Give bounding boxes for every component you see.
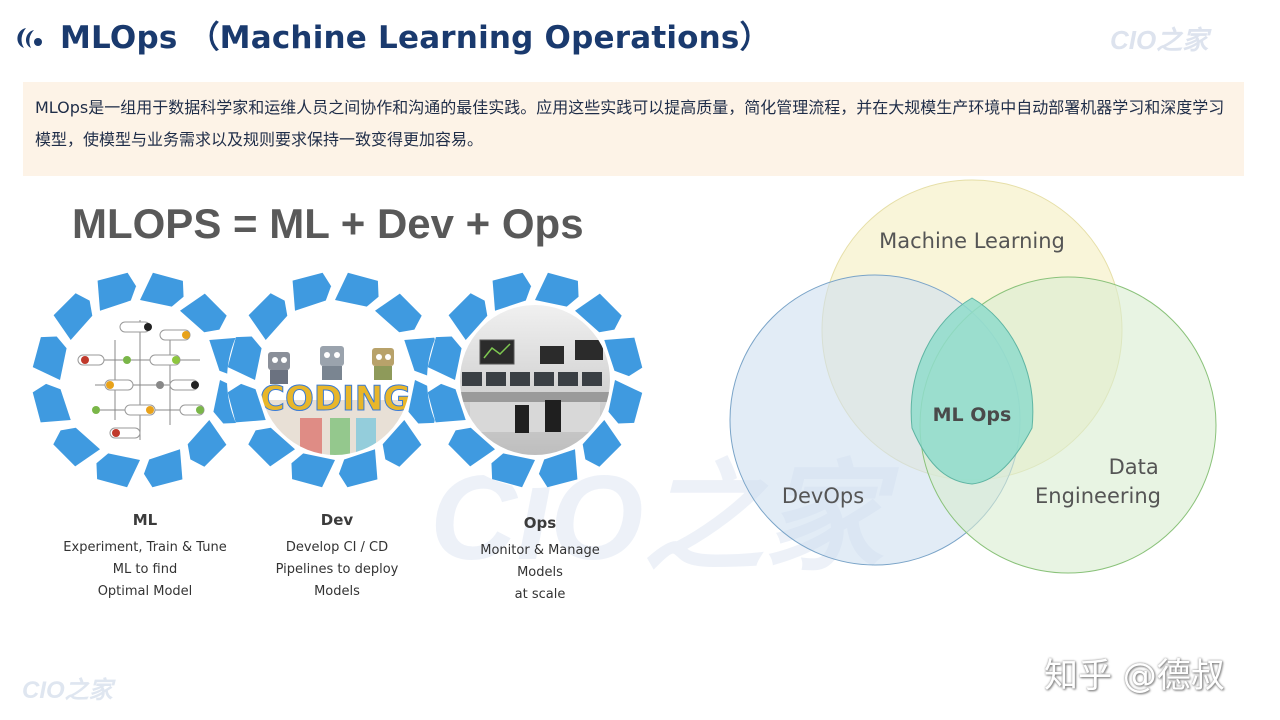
- intro-description: MLOps是一组用于数据科学家和运维人员之间协作和沟通的最佳实践。应用这些实践可…: [23, 82, 1244, 176]
- gear-arrow-segment: [53, 293, 93, 340]
- stage-dev-line: Pipelines to deploy: [275, 562, 399, 577]
- gear-arrow-segment: [538, 449, 578, 488]
- dev-coding-illustration: CODING: [259, 304, 411, 456]
- gear-arrow-segment: [582, 420, 622, 467]
- stage-ml: ML Experiment, Train & Tune ML to find O…: [45, 509, 245, 603]
- gear-arrow-segment: [338, 449, 378, 488]
- gear-arrow-segment: [227, 383, 266, 423]
- stage-ops-line: Models: [517, 565, 563, 580]
- mlops-formula: MLOPS = ML + Dev + Ops: [72, 200, 584, 247]
- gear-arrow-segment: [187, 420, 227, 467]
- gear-arrow-segment: [96, 453, 140, 488]
- venn-label-devops: DevOps: [782, 484, 864, 508]
- gear-arrow-segment: [427, 336, 462, 380]
- gear-arrow-segment: [604, 337, 643, 377]
- gear-arrow-segment: [491, 453, 535, 488]
- stage-dev-line: Models: [314, 584, 360, 599]
- gear-arrow-segment: [427, 383, 466, 423]
- stage-ml-title: ML: [132, 511, 158, 529]
- gear-arrow-segment: [97, 272, 137, 311]
- gear-arrow-segment: [448, 293, 488, 340]
- gear-arrow-segment: [291, 453, 335, 488]
- venn-label-data-engineering: Data Engineering: [1035, 455, 1165, 508]
- gear-arrow-segment: [248, 293, 288, 340]
- watermark-bottom-left: CIO之家: [22, 677, 113, 704]
- gear-arrow-segment: [143, 449, 183, 488]
- gear-arrow-segment: [32, 383, 71, 423]
- gear-arrow-segment: [608, 380, 643, 424]
- robot-icon: [320, 346, 344, 380]
- gear-arrow-segment: [140, 272, 184, 307]
- gear-arrow-segment: [180, 293, 227, 333]
- stage-ml-line: ML to find: [112, 562, 178, 577]
- gear-arrow-segment: [492, 272, 532, 311]
- robot-icon: [268, 352, 290, 384]
- stage-dev-line: Develop CI / CD: [285, 540, 389, 555]
- gear-arrow-segment: [382, 420, 422, 467]
- gear-arrow-segment: [227, 336, 262, 380]
- robot-icon: [372, 348, 394, 380]
- watermark-top-right: CIO之家: [1110, 25, 1209, 55]
- gear-arrow-segment: [53, 427, 100, 467]
- chair-icon: [515, 400, 561, 433]
- brand-logo-icon: [17, 28, 42, 48]
- venn-center-region: [910, 297, 1034, 485]
- zhihu-watermark: 知乎 @德叔: [1044, 656, 1225, 696]
- stage-ops-line: Monitor & Manage: [480, 543, 600, 558]
- stage-ops-title: Ops: [523, 514, 557, 532]
- stage-dev-title: Dev: [320, 511, 354, 529]
- coding-word: CODING: [260, 379, 411, 419]
- venn-center-label: ML Ops: [933, 404, 1012, 426]
- gear-arrow-segment: [575, 293, 622, 333]
- gear-arrow-segment: [248, 427, 295, 467]
- venn-label-machine-learning: Machine Learning: [879, 229, 1065, 253]
- gear-arrow-segment: [335, 272, 379, 307]
- gear-arrow-segment: [448, 427, 495, 467]
- gear-arrow-segment: [32, 336, 67, 380]
- stage-ops: Ops Monitor & Manage Models at scale: [440, 512, 640, 606]
- gear-arrow-segment: [535, 272, 579, 307]
- gear-arrow-segment: [375, 293, 422, 333]
- stage-ml-line: Optimal Model: [97, 584, 193, 599]
- page-title: MLOps （Machine Learning Operations）: [60, 20, 771, 56]
- gear-arrow-segment: [292, 272, 332, 311]
- ml-flow-illustration: [64, 304, 216, 456]
- stage-dev: Dev Develop CI / CD Pipelines to deploy …: [237, 509, 437, 603]
- ops-control-room-illustration: [459, 304, 611, 456]
- stage-ops-line: at scale: [514, 587, 566, 602]
- stage-ml-line: Experiment, Train & Tune: [63, 540, 227, 555]
